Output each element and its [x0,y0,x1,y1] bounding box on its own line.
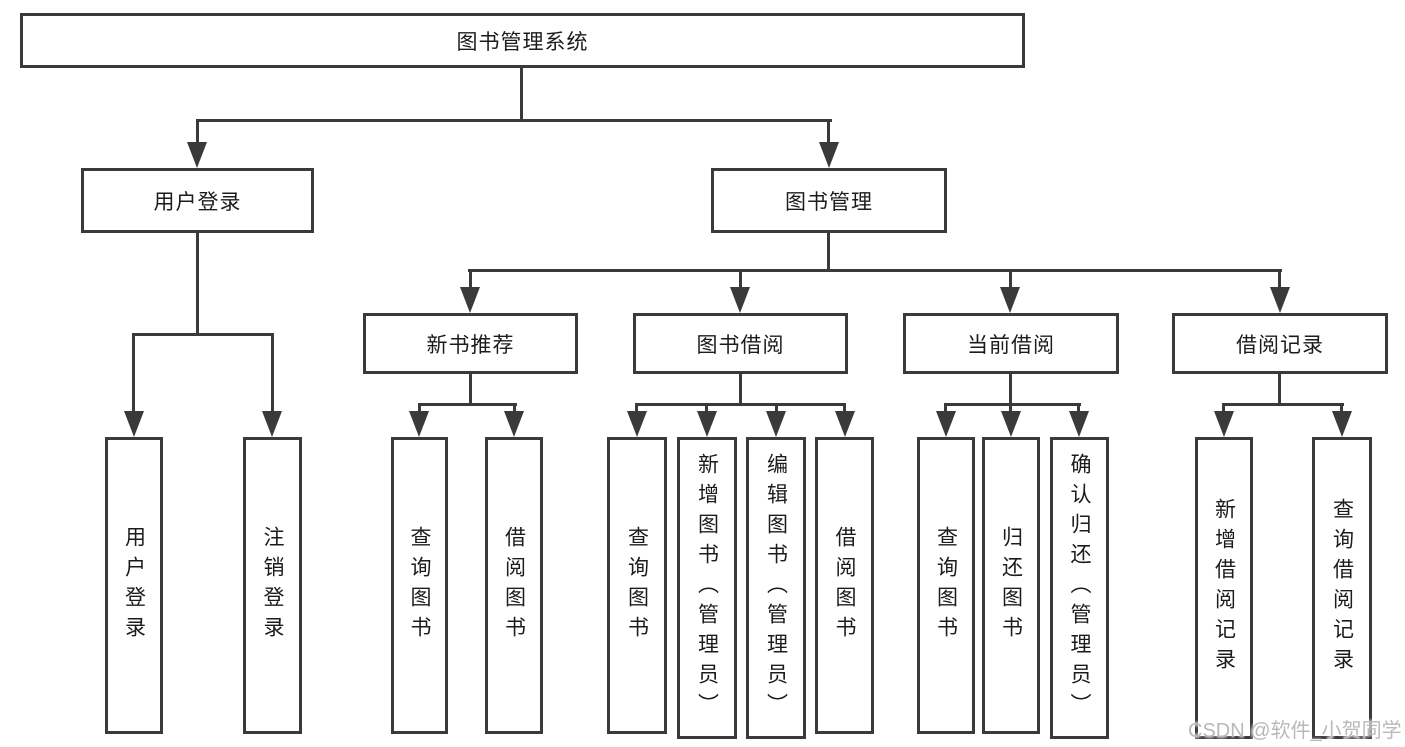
node-book-management-label: 图书管理 [785,190,873,214]
connector-leaf-stem [944,403,947,415]
leaf-logout-label: 注销登录 [261,525,284,646]
connector-userlogin-down [196,233,199,336]
connector-leaf-stem [1077,403,1080,415]
leaf-br-add-record: 新增借阅记录 [1195,437,1253,739]
connector-leaf-stem [705,403,708,415]
connector-leaf-stem [418,403,421,415]
leaf-bb-add-books-admin-label: 新增图书（管理员） [695,453,719,723]
connector-bookmgmt-down [827,233,830,272]
connector-bb-down [739,374,742,406]
leaf-nbr-query-books-label: 查询图书 [408,525,431,646]
leaf-cb-return-books: 归还图书 [982,437,1040,734]
connector-leaf-stem [132,333,135,413]
connector-root-hline [196,119,832,122]
leaf-user-login: 用户登录 [105,437,163,734]
leaf-cb-query-books-label: 查询图书 [934,525,958,646]
arrowhead-down-icon [936,411,956,437]
node-book-borrow-label: 图书借阅 [696,333,785,357]
arrowhead-down-icon [1214,411,1234,437]
arrowhead-down-icon [262,411,282,437]
node-book-borrow: 图书借阅 [633,313,848,374]
connector-section-stem [469,269,472,291]
arrowhead-down-icon [730,287,750,313]
arrowhead-down-icon [409,411,429,437]
connector-nbr-hline [418,403,517,406]
leaf-user-login-label: 用户登录 [122,525,146,646]
arrowhead-down-icon [1069,411,1089,437]
node-borrow-records-label: 借阅记录 [1236,333,1324,357]
node-new-book-recommend-label: 新书推荐 [426,333,515,357]
arrowhead-down-icon [460,287,480,313]
arrowhead-down-icon [187,142,207,168]
connector-leaf-stem [635,403,638,415]
leaf-bb-borrow-books: 借阅图书 [815,437,874,734]
connector-nbr-down [469,374,472,406]
leaf-bb-edit-books-admin-label: 编辑图书（管理员） [764,453,788,723]
node-new-book-recommend: 新书推荐 [363,313,578,374]
leaf-cb-confirm-return-admin-label: 确认归还（管理员） [1068,453,1091,723]
connector-leaf-stem [271,333,274,413]
leaf-cb-confirm-return-admin: 确认归还（管理员） [1050,437,1109,739]
connector-leaf-stem [843,403,846,415]
node-current-borrow: 当前借阅 [903,313,1119,374]
connector-bookmgmt-hline [468,269,1282,272]
leaf-bb-add-books-admin: 新增图书（管理员） [677,437,737,739]
connector-userlogin-stem [196,119,199,146]
node-book-management: 图书管理 [711,168,947,233]
arrowhead-down-icon [697,411,717,437]
arrowhead-down-icon [1001,411,1021,437]
node-root-label: 图书管理系统 [456,30,589,54]
node-user-login: 用户登录 [81,168,314,233]
leaf-br-query-record: 查询借阅记录 [1312,437,1372,739]
leaf-bb-query-books: 查询图书 [607,437,667,734]
arrowhead-down-icon [1000,287,1020,313]
csdn-watermark: CSDN @软件_小贺同学 [1188,720,1402,742]
connector-leaf-stem [1340,403,1343,415]
arrowhead-down-icon [1332,411,1352,437]
connector-br-hline [1222,403,1344,406]
arrowhead-down-icon [766,411,786,437]
node-root: 图书管理系统 [20,13,1025,68]
leaf-nbr-borrow-books-label: 借阅图书 [502,525,526,646]
arrowhead-down-icon [124,411,144,437]
arrowhead-down-icon [627,411,647,437]
connector-section-stem [1278,269,1281,291]
connector-section-stem [1009,269,1012,291]
leaf-nbr-query-books: 查询图书 [391,437,448,734]
connector-leaf-stem [1222,403,1225,415]
leaf-br-query-record-label: 查询借阅记录 [1330,498,1354,678]
connector-bb-hline [635,403,846,406]
leaf-cb-return-books-label: 归还图书 [999,525,1023,646]
connector-userlogin-hline [132,333,274,336]
leaf-bb-edit-books-admin: 编辑图书（管理员） [746,437,806,739]
leaf-logout: 注销登录 [243,437,302,734]
arrowhead-down-icon [819,142,839,168]
connector-leaf-stem [775,403,778,415]
node-borrow-records: 借阅记录 [1172,313,1388,374]
node-user-login-label: 用户登录 [153,190,242,214]
connector-section-stem [739,269,742,291]
node-current-borrow-label: 当前借阅 [967,333,1055,357]
arrowhead-down-icon [1270,287,1290,313]
connector-cb-hline [944,403,1081,406]
leaf-nbr-borrow-books: 借阅图书 [485,437,543,734]
connector-leaf-stem [513,403,516,415]
connector-cb-down [1009,374,1012,406]
connector-root-stem [520,68,523,121]
connector-leaf-stem [1009,403,1012,415]
connector-bookmgmt-stem [827,119,830,146]
leaf-br-add-record-label: 新增借阅记录 [1212,498,1236,678]
arrowhead-down-icon [504,411,524,437]
leaf-bb-borrow-books-label: 借阅图书 [833,525,856,646]
arrowhead-down-icon [835,411,855,437]
leaf-bb-query-books-label: 查询图书 [625,525,649,646]
connector-br-down [1278,374,1281,406]
leaf-cb-query-books: 查询图书 [917,437,975,734]
